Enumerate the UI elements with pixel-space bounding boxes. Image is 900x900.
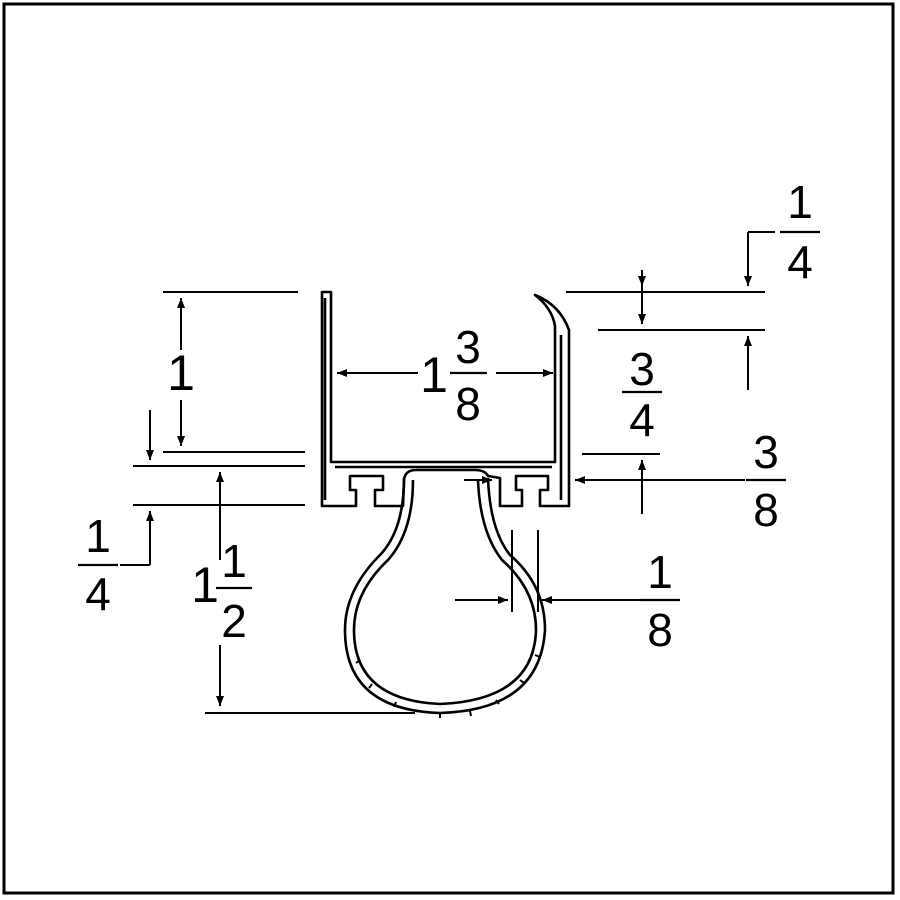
dim-base-left-den: 4 xyxy=(85,568,111,620)
dim-overall-height: 1 xyxy=(167,345,195,401)
dim-lip-top-den: 4 xyxy=(787,236,813,288)
dim-lip-depth: 3 4 xyxy=(622,343,662,446)
seal-profile xyxy=(320,290,571,718)
dim-bulb-wall-den: 8 xyxy=(647,604,673,656)
dimension-lines xyxy=(120,231,775,714)
dim-channel-width-num: 3 xyxy=(455,321,481,373)
dim-base-left-num: 1 xyxy=(85,510,111,562)
dim-lip-depth-den: 4 xyxy=(629,394,655,446)
dim-bulb-height-whole: 1 xyxy=(191,557,219,613)
dim-base-right: 3 8 xyxy=(746,426,786,536)
dim-bulb-height: 1 1 2 xyxy=(191,535,252,647)
bulb-ribs xyxy=(355,654,541,718)
dim-bulb-wall-num: 1 xyxy=(647,546,673,598)
dim-channel-width: 1 3 8 xyxy=(420,321,487,430)
dim-channel-width-whole: 1 xyxy=(420,347,448,403)
dim-lip-top: 1 4 xyxy=(780,176,820,288)
dim-base-right-den: 8 xyxy=(753,484,779,536)
dim-base-right-num: 3 xyxy=(753,426,779,478)
bulb-outer xyxy=(343,477,547,715)
dim-bulb-height-den: 2 xyxy=(221,595,247,647)
dim-channel-width-den: 8 xyxy=(455,378,481,430)
bulb-inner xyxy=(352,479,538,706)
dim-lip-depth-num: 3 xyxy=(629,343,655,395)
dim-bulb-height-num: 1 xyxy=(221,535,247,587)
dim-lip-top-num: 1 xyxy=(787,176,813,228)
dim-base-left: 1 4 xyxy=(78,510,118,620)
dim-bulb-wall: 1 8 xyxy=(640,546,680,656)
dim-overall-height-whole: 1 xyxy=(167,345,195,401)
